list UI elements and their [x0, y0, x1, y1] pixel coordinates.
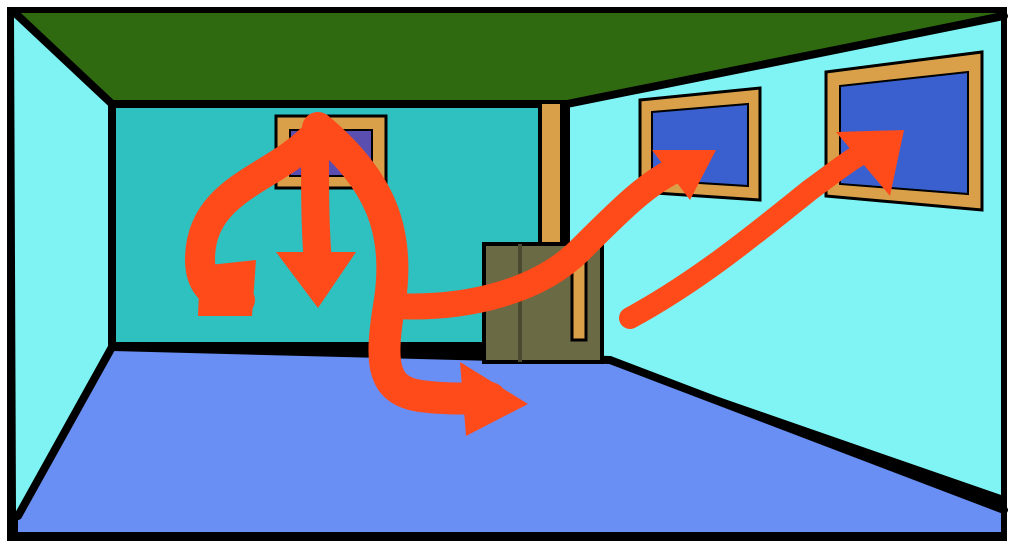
- arrow-down: [315, 140, 318, 262]
- right-wall-picture-far: [826, 52, 982, 210]
- arrow-curl-left-head: [198, 260, 256, 316]
